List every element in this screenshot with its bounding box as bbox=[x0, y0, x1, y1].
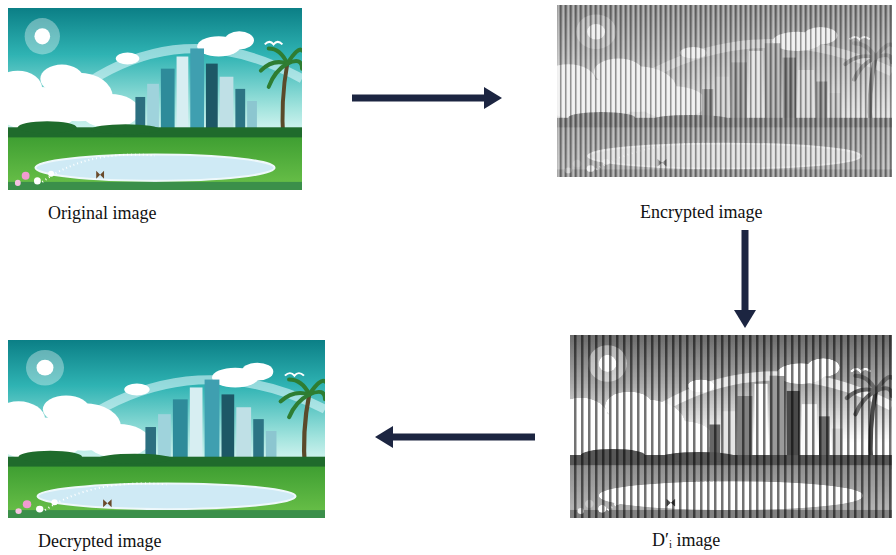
original-picture bbox=[0, 8, 302, 190]
image-panel: D′ᵢ image bbox=[570, 335, 892, 553]
image-caption: D′ᵢ image bbox=[652, 529, 720, 551]
image-panel: Encrypted image bbox=[557, 5, 892, 225]
image-caption: Original image bbox=[48, 202, 156, 224]
arrow-head bbox=[375, 426, 393, 448]
arrow-shaft bbox=[391, 434, 535, 441]
flow-arrow bbox=[734, 230, 756, 328]
image-panel: Decrypted image bbox=[8, 340, 325, 554]
arrow-head bbox=[734, 310, 756, 328]
arrow-shaft bbox=[742, 230, 749, 312]
stripe-noise bbox=[557, 5, 892, 177]
image-panel: Original image bbox=[8, 8, 302, 230]
intermediate-picture bbox=[554, 335, 892, 518]
flow-arrow bbox=[352, 87, 502, 109]
arrow-head bbox=[484, 87, 502, 109]
image-caption: Decrypted image bbox=[38, 530, 161, 552]
encrypted-picture bbox=[540, 5, 892, 177]
stripe-noise bbox=[570, 335, 892, 518]
arrow-shaft bbox=[352, 95, 486, 102]
decrypted-picture bbox=[0, 340, 325, 518]
flow-arrow bbox=[375, 426, 535, 448]
image-caption: Encrypted image bbox=[640, 201, 762, 223]
